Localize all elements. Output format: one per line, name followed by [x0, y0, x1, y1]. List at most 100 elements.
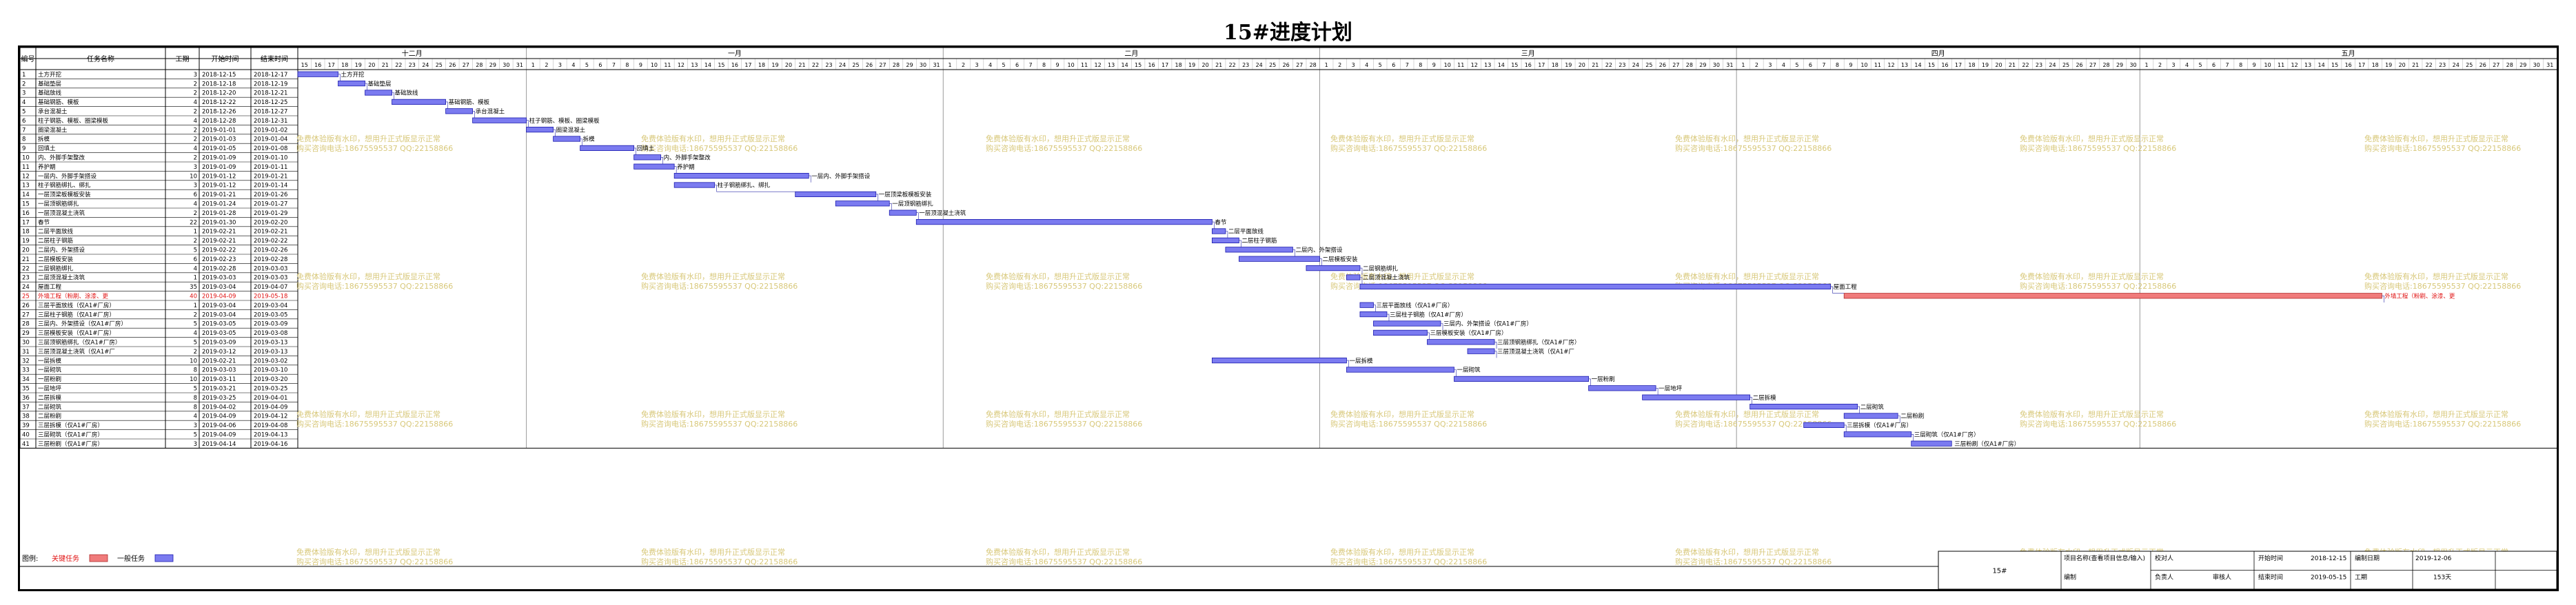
table-cell-duration: 2: [194, 90, 197, 97]
table-cell-start: 2019-04-09: [202, 413, 236, 420]
table-header-cell: 工期: [176, 55, 190, 63]
table-cell-id: 28: [22, 321, 30, 328]
task-bar-label: 基础放线: [395, 90, 419, 97]
task-bar-label: 二层柱子钢筋: [1241, 237, 1277, 245]
table-cell-start: 2019-01-21: [202, 192, 236, 198]
day-label: 7: [612, 62, 616, 68]
day-label: 27: [879, 62, 886, 68]
task-bar: [1225, 247, 1293, 253]
footer-finish-label: 结束时间: [2258, 573, 2283, 582]
day-label: 11: [1457, 62, 1464, 68]
table-header-cell: 开始时间: [212, 54, 239, 63]
day-label: 13: [2304, 62, 2311, 68]
task-bar-label: 一层砌筑: [1457, 367, 1481, 374]
table-cell-id: 8: [22, 136, 26, 143]
table-cell-id: 37: [22, 404, 30, 411]
table-cell-end: 2018-12-21: [254, 90, 287, 97]
watermark-line1: 免费体验版有水印，想用升正式版显示正常: [986, 271, 1130, 281]
task-bar: [1803, 422, 1845, 429]
watermark-line2: 购买咨询电话:18675595537 QQ:22158866: [986, 281, 1142, 291]
dependency-connector: [553, 129, 556, 136]
table-cell-duration: 6: [194, 192, 197, 198]
watermark-line2: 购买咨询电话:18675595537 QQ:22158866: [1675, 557, 1832, 566]
month-label: 三月: [1521, 50, 1535, 58]
day-label: 25: [1269, 62, 1276, 68]
table-cell-duration: 10: [190, 173, 197, 180]
task-bar-label: 基础垫层: [368, 80, 392, 88]
table-cell-start: 2019-03-03: [202, 275, 236, 282]
task-bar-label: 一层粉刷: [1592, 376, 1615, 383]
table-cell-id: 40: [22, 432, 30, 439]
day-label: 16: [1525, 62, 1532, 68]
watermark-line2: 购买咨询电话:18675595537 QQ:22158866: [2020, 281, 2176, 291]
table-cell-name: 三层粉刷（仅A1#厂房）: [38, 440, 103, 448]
day-label: 2: [545, 62, 548, 68]
task-bar-label: 屋面工程: [1834, 284, 1858, 291]
table-cell-end: 2019-05-18: [254, 294, 287, 300]
watermark-line1: 免费体验版有水印，想用升正式版显示正常: [296, 134, 440, 143]
task-bar: [835, 201, 890, 207]
task-bar-label: 拆模: [583, 136, 596, 143]
table-cell-id: 9: [22, 145, 26, 152]
table-cell-id: 14: [22, 192, 30, 198]
day-label: 23: [2036, 62, 2042, 68]
day-label: 11: [1874, 62, 1881, 68]
dependency-connector: [660, 157, 663, 164]
task-bar: [1467, 348, 1495, 354]
watermark-line2: 购买咨询电话:18675595537 QQ:22158866: [641, 557, 798, 566]
day-label: 26: [1659, 62, 1666, 68]
task-bar-label: 一层顶梁板模板安装: [879, 191, 932, 198]
table-cell-duration: 4: [194, 99, 197, 106]
table-cell-name: 二层顶混凝土浇筑: [38, 274, 85, 282]
day-label: 22: [2022, 62, 2029, 68]
day-label: 16: [314, 62, 321, 68]
watermark-line1: 免费体验版有水印，想用升正式版显示正常: [986, 409, 1130, 419]
day-label: 23: [2439, 62, 2446, 68]
day-label: 26: [2076, 62, 2082, 68]
table-cell-id: 25: [22, 294, 30, 300]
day-label: 22: [1605, 62, 1612, 68]
table-cell-duration: 4: [194, 330, 197, 337]
table-cell-name: 一层内、外脚手架搭设: [38, 172, 97, 180]
watermark-line1: 免费体验版有水印，想用升正式版显示正常: [1330, 134, 1474, 143]
task-bar: [365, 90, 392, 96]
dependency-connector: [445, 101, 448, 109]
watermark-line1: 免费体验版有水印，想用升正式版显示正常: [1330, 409, 1474, 419]
day-label: 30: [920, 62, 926, 68]
footer-responsible-label: 负责人: [2155, 573, 2173, 582]
task-bar-label: 二层钢筋绑扎: [1363, 265, 1399, 272]
watermark-line2: 购买咨询电话:18675595537 QQ:22158866: [1330, 143, 1487, 153]
table-cell-duration: 2: [194, 109, 197, 116]
table-cell-id: 12: [22, 173, 30, 180]
task-bar-label: 一层顶混凝土浇筑: [919, 209, 966, 217]
table-cell-id: 6: [22, 118, 26, 125]
table-cell-duration: 8: [194, 404, 197, 411]
dependency-connector: [392, 92, 394, 100]
task-bar: [1212, 228, 1226, 234]
table-cell-id: 17: [22, 219, 30, 226]
day-label: 20: [785, 62, 792, 68]
task-bar: [472, 117, 527, 123]
day-label: 18: [1968, 62, 1975, 68]
day-label: 4: [1782, 62, 1785, 68]
day-label: 26: [866, 62, 873, 68]
task-bar: [1359, 311, 1388, 318]
day-label: 9: [1056, 62, 1059, 68]
watermark-line1: 免费体验版有水印，想用升正式版显示正常: [641, 271, 785, 281]
day-label: 13: [1108, 62, 1115, 68]
day-label: 4: [571, 62, 575, 68]
day-label: 13: [1901, 62, 1908, 68]
table-cell-end: 2019-02-21: [254, 229, 287, 236]
dependency-connector: [1898, 416, 1900, 423]
task-bar: [1212, 237, 1239, 244]
day-label: 24: [1632, 62, 1639, 68]
task-bar: [795, 191, 877, 198]
table-cell-duration: 10: [190, 376, 197, 383]
dependency-connector: [1911, 434, 1914, 441]
table-cell-id: 18: [22, 229, 30, 236]
table-cell-start: 2019-01-05: [202, 145, 236, 152]
dependency-connector: [1212, 221, 1215, 229]
dependency-connector: [714, 185, 795, 192]
task-bar: [633, 154, 662, 161]
watermark-line2: 购买咨询电话:18675595537 QQ:22158866: [296, 143, 453, 153]
